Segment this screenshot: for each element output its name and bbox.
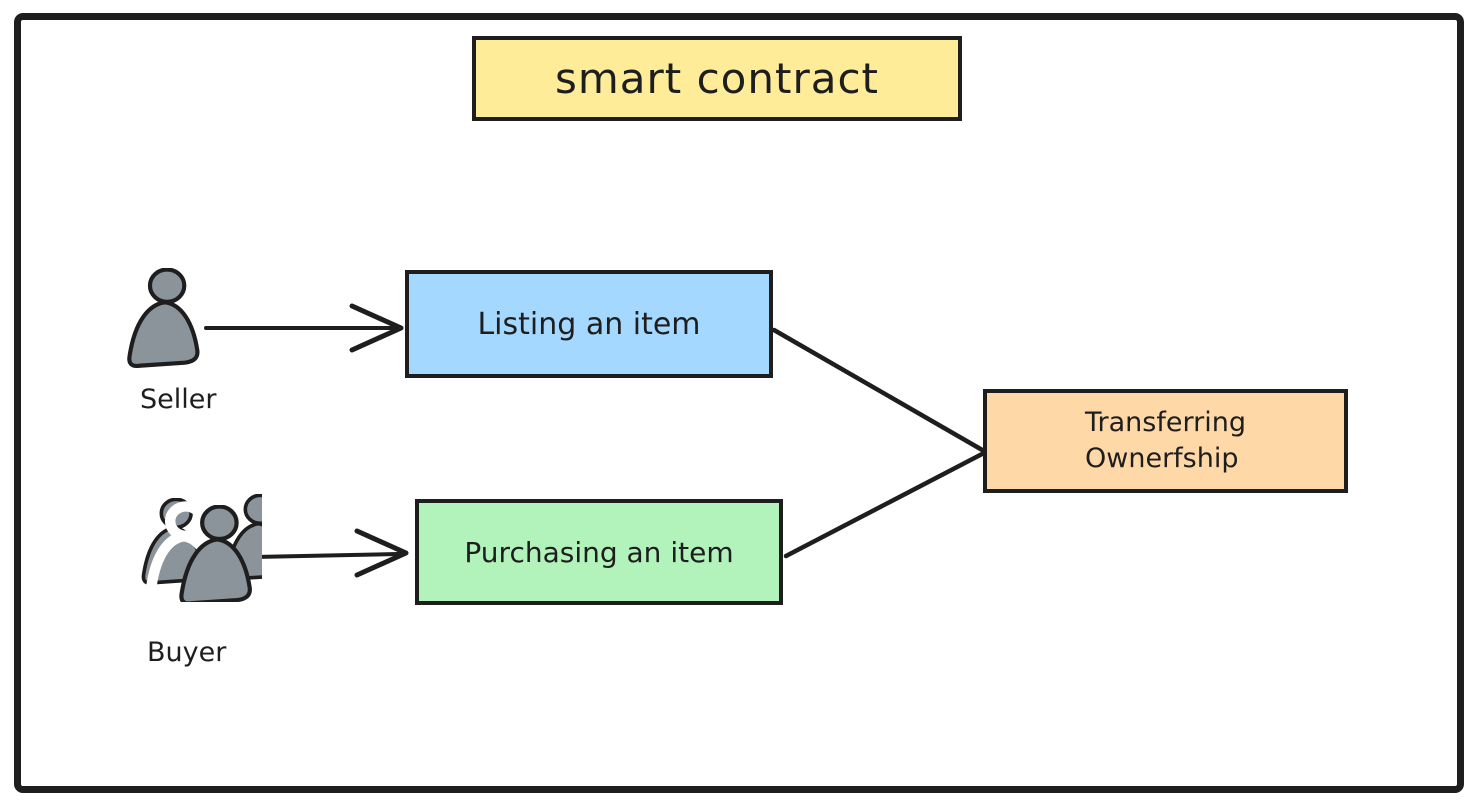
title-box: smart contract [472, 36, 962, 121]
node-transfer-line1: Transferring [1085, 406, 1246, 438]
node-purchasing-an-item: Purchasing an item [415, 499, 783, 605]
node-listing-label: Listing an item [477, 306, 701, 342]
diagram-frame [14, 13, 1464, 793]
node-listing-an-item: Listing an item [405, 270, 773, 378]
node-purchasing-label: Purchasing an item [464, 535, 734, 569]
buyer-label: Buyer [147, 637, 227, 668]
seller-label: Seller [140, 384, 217, 415]
node-transfer-label: Transferring Ownerfship [1085, 405, 1246, 478]
node-transfer-line2: Ownerfship [1085, 443, 1239, 474]
node-transferring-ownership: Transferring Ownerfship [983, 389, 1348, 493]
seller-person-icon [122, 268, 206, 372]
title-text: smart contract [554, 54, 880, 103]
buyer-people-group-icon [112, 492, 262, 602]
